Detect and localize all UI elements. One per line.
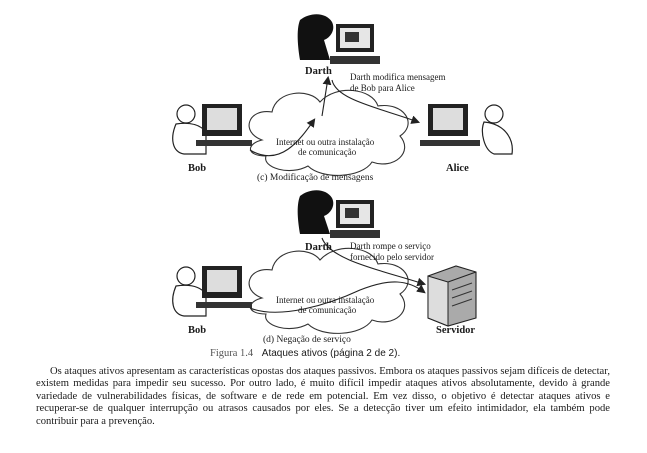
- alice-user-icon: [420, 104, 513, 155]
- network-cloud: [248, 247, 409, 334]
- body-paragraph: Os ataques ativos apresentam as caracter…: [36, 366, 610, 427]
- sender-label: Bob: [188, 325, 207, 336]
- figure-number: Figura 1.4: [210, 348, 254, 359]
- receiver-label: Servidor: [436, 325, 476, 336]
- flow-arrow: [331, 79, 421, 124]
- flow-arrow: [249, 118, 316, 157]
- cloud-label: de comunicação: [298, 147, 357, 157]
- sender-label: Bob: [188, 163, 207, 174]
- flow-arrow: [321, 237, 427, 287]
- bob-user-icon: [172, 104, 252, 155]
- figure-caption: Figura 1.4 Ataques ativos (página 2 de 2…: [210, 348, 400, 359]
- annotation-line: fornecido pelo servidor: [350, 252, 434, 262]
- receiver-label: Alice: [446, 163, 469, 174]
- cloud-label: de comunicação: [298, 305, 357, 315]
- panel-caption: (d) Negação de serviço: [263, 335, 351, 345]
- server-icon: [427, 265, 477, 327]
- annotation-line: de Bob para Alice: [350, 83, 415, 93]
- attacker-label: Darth: [305, 242, 332, 253]
- darth-attacker-icon: [297, 190, 380, 238]
- figure-title: Ataques ativos (página 2 de 2).: [261, 348, 401, 359]
- flow-arrow: [249, 281, 426, 313]
- darth-attacker-icon: [297, 14, 380, 64]
- cloud-label: Internet ou outra instalação: [276, 295, 375, 305]
- panel-caption: (c) Modificação de mensagens: [257, 173, 374, 183]
- cloud-label: Internet ou outra instalação: [276, 137, 375, 147]
- network-cloud: [248, 89, 409, 176]
- flow-arrow: [321, 75, 332, 117]
- figure-illustration: [172, 14, 513, 334]
- bob-user-icon: [172, 266, 252, 317]
- annotation-line: Darth modifica mensagem: [350, 72, 446, 82]
- attacker-label: Darth: [305, 66, 332, 77]
- annotation-line: Darth rompe o serviço: [350, 241, 431, 251]
